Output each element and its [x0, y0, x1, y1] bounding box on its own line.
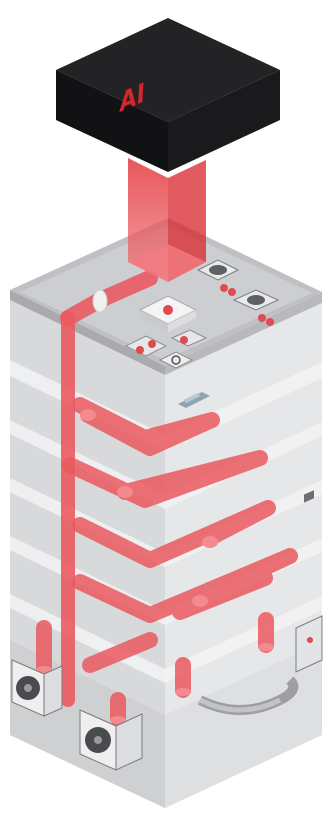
- ai-control-box: AI: [56, 18, 280, 172]
- hvac-vent-icon: [163, 305, 173, 315]
- duct-roof-collar: [93, 290, 107, 312]
- fan-icon: [247, 295, 265, 305]
- ai-beam: [128, 158, 206, 282]
- fan-icon: [209, 265, 227, 275]
